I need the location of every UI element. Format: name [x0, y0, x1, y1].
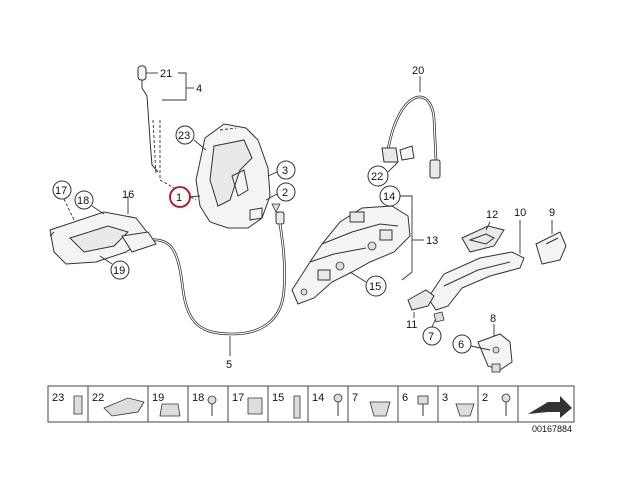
- callout-3-bubble: [276, 160, 296, 180]
- handle-gasket-part: [461, 225, 505, 253]
- callout-16: 16: [122, 189, 134, 201]
- callout-21: 21: [160, 68, 172, 80]
- callout-23: 23: [178, 130, 190, 142]
- callout-6-bubble: [452, 334, 472, 354]
- callout-15: 15: [369, 281, 381, 293]
- legend-label-17: 17: [232, 392, 244, 404]
- carrier-bracket-part: [291, 205, 411, 305]
- callout-20: 20: [412, 65, 424, 77]
- legend-label-18: 18: [192, 392, 204, 404]
- callout-8: 8: [490, 313, 496, 325]
- bowden-cable-part: [149, 211, 286, 336]
- callout-10: 10: [514, 207, 526, 219]
- mounting-bracket-part: [477, 333, 513, 373]
- direction-arrow-icon: [528, 396, 572, 418]
- callout-18: 18: [77, 195, 89, 207]
- callout-15-bubble: [365, 275, 387, 297]
- callout-17: 17: [55, 185, 67, 197]
- handle-seal-part: [407, 289, 435, 311]
- legend-cell-14: [307, 385, 349, 423]
- legend-label-6: 6: [402, 392, 408, 404]
- legend-label-2: 2: [482, 392, 488, 404]
- legend-cell-15: [267, 385, 309, 423]
- callout-12: 12: [486, 209, 498, 221]
- callout-7: 7: [428, 331, 434, 343]
- legend-label-22: 22: [92, 392, 104, 404]
- legend-label-15: 15: [272, 392, 284, 404]
- handle-cap-part: [535, 231, 567, 265]
- callout-2-bubble: [276, 182, 296, 202]
- callout-1: 1: [176, 192, 182, 204]
- callout-3: 3: [282, 165, 288, 177]
- callout-5: 5: [226, 359, 232, 371]
- callout-22-bubble: [367, 165, 389, 187]
- outer-handle-part: [427, 251, 525, 311]
- legend-label-3: 3: [442, 392, 448, 404]
- callout-6: 6: [458, 339, 464, 351]
- callout-23-bubble: [175, 125, 195, 145]
- lock-rod-part: [137, 65, 159, 176]
- legend-label-7: 7: [352, 392, 358, 404]
- callout-11: 11: [406, 319, 417, 331]
- legend-label-23: 23: [52, 392, 64, 404]
- parts-legend: 23 22 19 18 17 15 14 7 6 3 2: [47, 385, 575, 423]
- inner-handle-part: [49, 211, 157, 265]
- legend-label-19: 19: [152, 392, 164, 404]
- legend-cell-2: [477, 385, 519, 423]
- callout-19-bubble: [110, 260, 130, 280]
- callout-22: 22: [371, 171, 383, 183]
- callout-2: 2: [282, 187, 288, 199]
- legend-cell-18: [187, 385, 229, 423]
- release-cable-part: [381, 95, 441, 179]
- callout-4: 4: [196, 83, 202, 95]
- callout-19: 19: [113, 265, 125, 277]
- callout-17-bubble: [52, 180, 72, 200]
- callout-14: 14: [383, 191, 395, 203]
- callout-13: 13: [426, 235, 438, 247]
- diagram-id: 00167884: [532, 424, 572, 434]
- callout-18-bubble: [74, 190, 94, 210]
- legend-label-14: 14: [312, 392, 324, 404]
- callout-9: 9: [549, 207, 555, 219]
- door-lock-actuator-part: [159, 120, 271, 229]
